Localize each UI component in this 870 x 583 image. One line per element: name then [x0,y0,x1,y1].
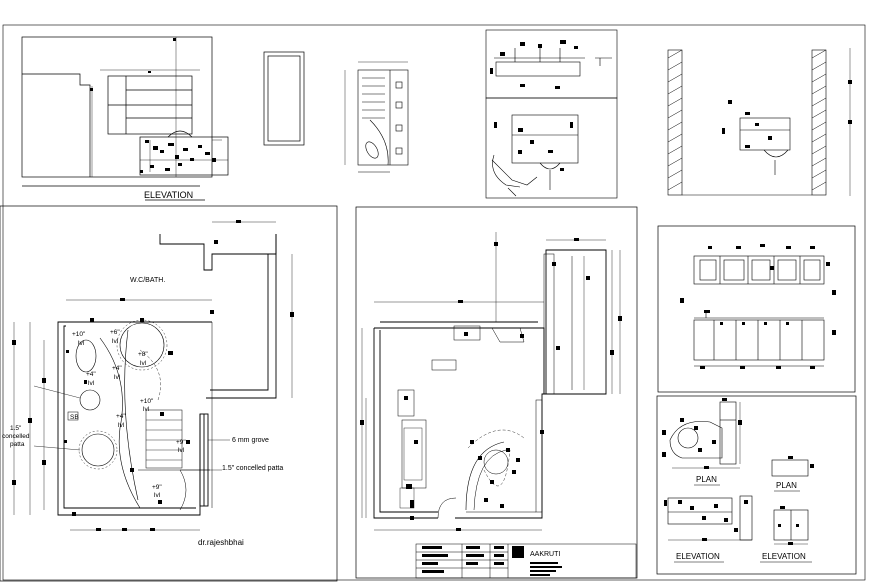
level-10-a: +10" [72,331,86,338]
wc-dim-ticks [12,220,294,531]
level-4-c: +4" [116,413,126,420]
vanity-plan-2 [771,459,809,477]
level-8: +8" [138,351,148,358]
cabinet-elevation [693,255,825,367]
wall-section-dims [722,80,852,148]
elevation-top-left-dims [90,38,216,173]
wc-bath-label: W.C/BATH. [130,277,165,284]
title-brand: AAKRUTI [530,551,560,558]
shutter-elevation [344,61,409,173]
mirror-panel [263,51,305,146]
vanity-elevation [667,495,753,541]
station-dims [490,40,578,171]
level-4-a-sub: lvl [88,380,95,387]
wc-bath-plan [57,234,277,516]
vanity-plan [669,401,741,469]
level-10-a-sub: lvl [78,340,85,347]
plan-dim-ticks [360,238,622,531]
level-4-b: +4" [112,365,122,372]
level-6: +6" [110,329,120,336]
cabinet-dims [680,244,836,369]
title-block [415,543,637,579]
level-6-sub: lvl [112,338,119,345]
level-9-a-sub: lvl [178,447,185,454]
level-10-b: +10" [140,398,154,405]
concealed-right-label: 1.5" concelled patta [222,465,283,472]
level-4-b-sub: lvl [114,374,121,381]
mm-grove-label: 6 mm grove [232,437,269,444]
title-block-text-marks [422,546,562,576]
level-8-sub: lvl [140,360,147,367]
concealed-label-1: 1.5" [10,425,22,432]
level-9-a: +9" [176,439,186,446]
elevation-label-br1: ELEVATION [676,552,720,561]
elevation-top-label: ELEVATION [144,190,193,200]
level-4-c-sub: lvl [118,422,125,429]
level-9-b-sub: lvl [154,492,161,499]
wall-hatch [667,49,827,191]
elevation-top-left [21,36,229,201]
level-4-a: +4" [86,371,96,378]
concealed-label-2: concelled [2,433,30,440]
wall-section-elevation [667,48,851,196]
left-plan-frame [0,205,338,582]
level-10-b-sub: lvl [143,406,150,413]
right-plans-frame [656,395,857,575]
concealed-label-3: patta [10,441,25,448]
plan-dimension-lines [361,232,621,531]
salon-floor-plan [373,249,607,519]
right-plans-dims [662,398,814,545]
right-elevation-frame [657,225,856,393]
sheet-border [2,24,866,581]
station-top-view [485,29,618,199]
plan-label-1: PLAN [696,475,717,484]
elevation-label-br2: ELEVATION [762,552,806,561]
author-label: dr.rajeshbhai [198,538,244,547]
level-9-b: +9" [152,484,162,491]
plan-label-2: PLAN [776,481,797,490]
sb-label: SB [70,414,79,421]
